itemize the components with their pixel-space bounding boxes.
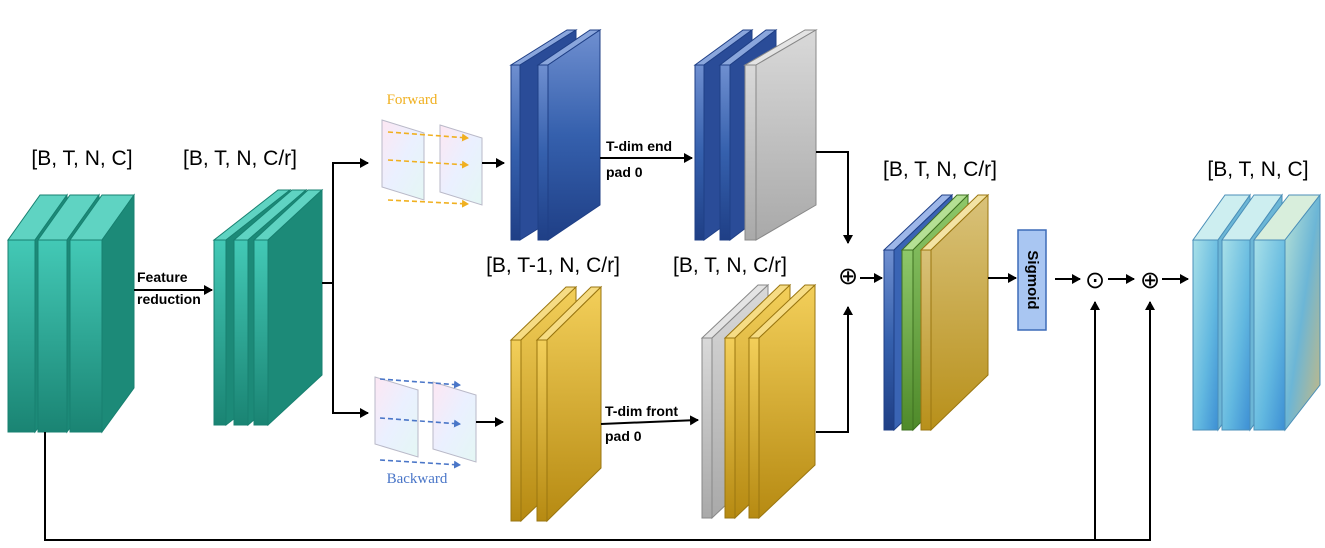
- multiply-operator: ⊙: [1085, 266, 1105, 294]
- backward-label: Backward: [387, 471, 448, 487]
- output-shape-label: [B, T, N, C]: [1207, 158, 1308, 181]
- input-tensor: [7, 193, 135, 434]
- padded-backward-tensor: [700, 283, 817, 520]
- branch-connector: [322, 158, 369, 418]
- forward-plane-1: [381, 119, 425, 201]
- forward-out-shape-label: [B, T-1, N, C/r]: [486, 254, 620, 277]
- padded-backward-slab-2: [747, 283, 817, 520]
- reduced-tensor: [212, 188, 324, 427]
- concat-slab-gold: [919, 193, 990, 432]
- merge-connectors: [816, 151, 853, 433]
- output-tensor: [1192, 193, 1322, 432]
- pad-front-label-line2: pad 0: [605, 428, 642, 444]
- forward-out-slab-2: [536, 29, 602, 241]
- forward-shift-block: [381, 119, 483, 208]
- padded-forward-zero-slab: [743, 29, 818, 241]
- reduced-shape-label: [B, T, N, C/r]: [183, 147, 297, 170]
- add-operator-2: ⊕: [1140, 266, 1160, 294]
- feature-reduction-label-line1: Feature: [137, 269, 188, 285]
- pad-front-arrow: [600, 415, 699, 426]
- backward-out-slab-2: [535, 285, 603, 523]
- input-slab-3: [69, 193, 135, 434]
- pad-end-label-line2: pad 0: [606, 164, 643, 180]
- add-operator-1: ⊕: [838, 262, 858, 290]
- reduced-slab-3: [252, 188, 324, 427]
- forward-label: Forward: [387, 92, 438, 108]
- pad-front-label-line1: T-dim front: [605, 403, 678, 419]
- input-shape-label: [B, T, N, C]: [31, 147, 132, 170]
- pad-end-label-line1: T-dim end: [606, 138, 672, 154]
- padded-forward-tensor: [693, 28, 818, 242]
- backward-shift-block: [374, 376, 477, 469]
- padded-forward-shape-label: [B, T, N, C/r]: [673, 254, 787, 277]
- sigmoid-label: Sigmoid: [1024, 250, 1041, 309]
- output-slab-3: [1252, 193, 1322, 432]
- backward-out-tensor: [509, 285, 603, 523]
- feature-reduction-label-line2: reduction: [137, 291, 201, 307]
- sigmoid-block: Sigmoid: [1017, 229, 1047, 331]
- forward-out-tensor: [509, 29, 602, 241]
- concat-shape-label: [B, T, N, C/r]: [883, 158, 997, 181]
- concat-tensor: [882, 193, 990, 432]
- residual-connections: [44, 301, 1155, 541]
- backward-plane-1: [374, 376, 419, 458]
